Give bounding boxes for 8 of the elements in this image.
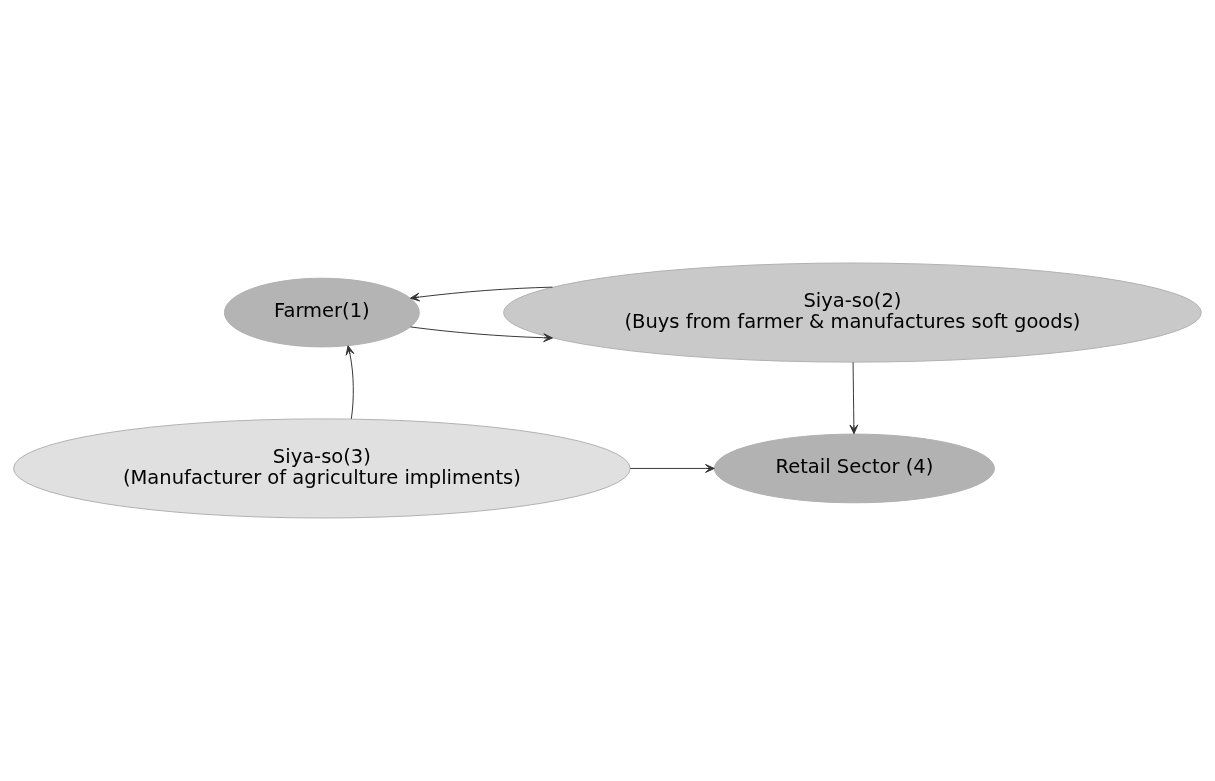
arrow <box>345 345 355 420</box>
arrow <box>849 361 859 435</box>
node-ellipse: Siya-so(3) (Manufacturer of agriculture impliments) <box>13 418 631 519</box>
node-ellipse: Siya-so(2) (Buys from farmer & manufactures soft goods) <box>503 262 1202 363</box>
arrow <box>629 464 715 473</box>
node-ellipse: Retail Sector (4) <box>713 433 995 504</box>
arrow <box>410 326 553 343</box>
arrow <box>410 286 553 302</box>
